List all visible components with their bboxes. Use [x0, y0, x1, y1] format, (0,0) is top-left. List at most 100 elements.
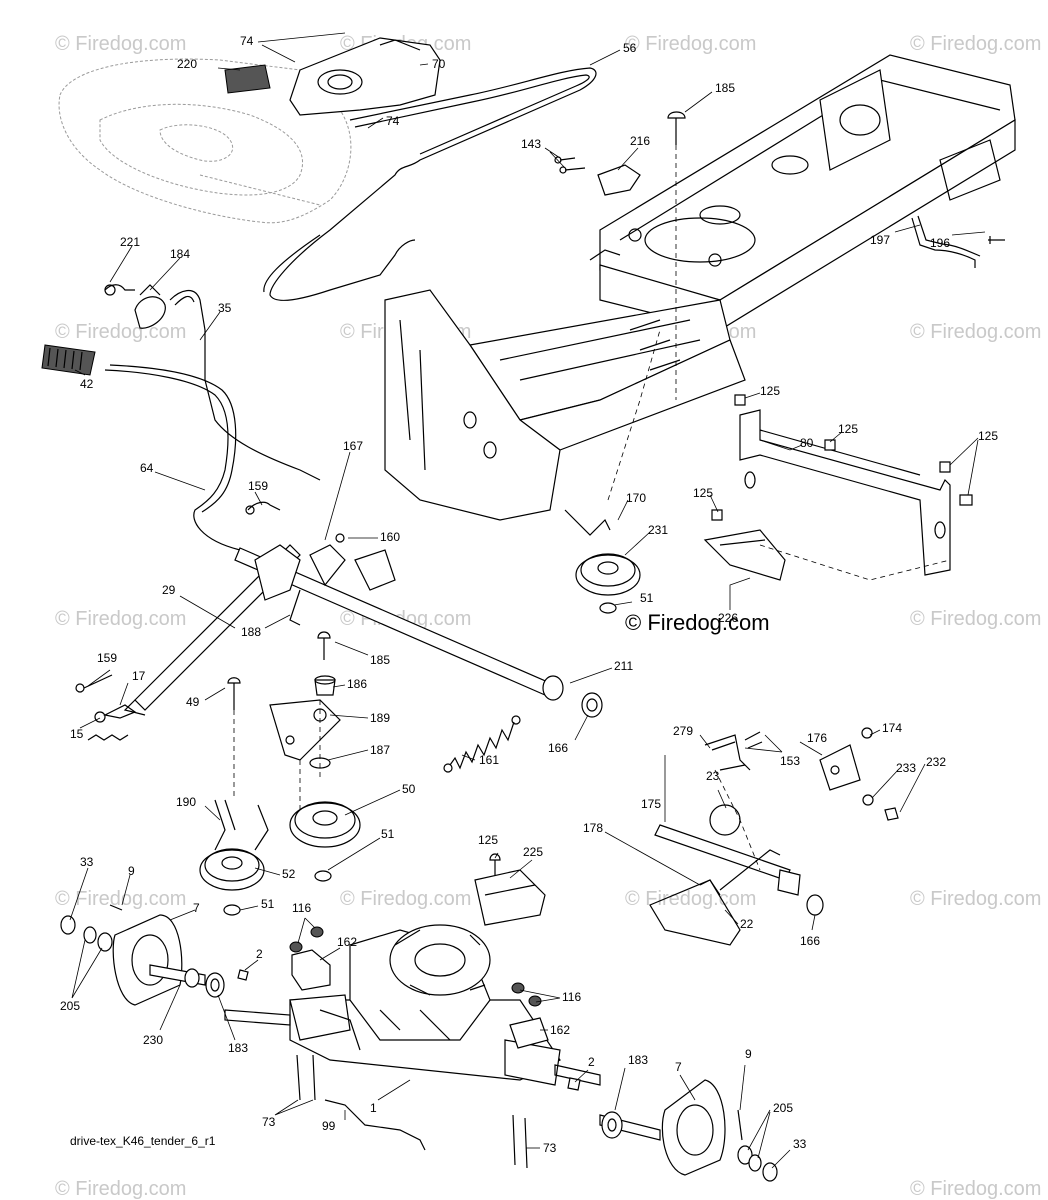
callout-label: 189	[370, 711, 390, 725]
watermark: © Firedog.com	[910, 321, 1041, 343]
watermark: © Firedog.com	[910, 33, 1041, 55]
callout-label: 15	[70, 727, 84, 741]
callout-label: 50	[402, 782, 416, 796]
spring-161	[443, 715, 521, 773]
callout-label: 51	[261, 897, 275, 911]
callout-label: 159	[97, 651, 117, 665]
drawing-reference: drive-tex_K46_tender_6_r1	[70, 1134, 216, 1148]
tractor-frame	[384, 54, 1016, 521]
callout-label: 175	[641, 797, 661, 811]
callout-label: 99	[322, 1119, 336, 1133]
wheel-hubs	[60, 904, 778, 1182]
callout-label: 7	[675, 1060, 682, 1074]
callout-label: 225	[523, 845, 543, 859]
bracket-80	[703, 394, 973, 581]
fender-ghost	[58, 58, 352, 224]
callout-label: 116	[292, 901, 311, 915]
callout-label: 125	[478, 833, 498, 847]
callout-label: 35	[218, 301, 232, 315]
callout-label: 185	[715, 81, 735, 95]
watermark: © Firedog.com	[55, 321, 186, 343]
watermark: © Firedog.com	[55, 1178, 186, 1200]
callout-label: 188	[241, 625, 261, 639]
callout-label: 161	[479, 753, 499, 767]
callout-label: 2	[588, 1055, 595, 1069]
callout-label: 143	[521, 137, 541, 151]
callout-label: 74	[240, 34, 254, 48]
idler-bracket	[227, 631, 341, 830]
callout-label: 56	[623, 41, 637, 55]
callout-label: 183	[628, 1053, 648, 1067]
watermark: © Firedog.com	[625, 33, 756, 55]
callout-label: 226	[718, 611, 738, 625]
bolt-185-top	[667, 111, 686, 400]
callout-label: 187	[370, 743, 390, 757]
shift-lever-assembly	[41, 284, 321, 551]
watermark: © Firedog.com	[55, 33, 186, 55]
callout-label: 185	[370, 653, 390, 667]
transaxle	[224, 924, 601, 1086]
callout-label: 33	[793, 1137, 807, 1151]
callout-label: 125	[693, 486, 713, 500]
callout-label: 205	[773, 1101, 793, 1115]
callout-label: 125	[978, 429, 998, 443]
callout-label: 51	[381, 827, 395, 841]
callout-label: 125	[760, 384, 780, 398]
shaft-rods	[75, 501, 603, 741]
callout-label: 74	[386, 114, 400, 128]
bracket-216	[554, 156, 641, 196]
watermark: © Firedog.com	[910, 608, 1041, 630]
firedog-watermark-center: © Firedog.com	[625, 610, 770, 635]
callout-label: 9	[745, 1047, 752, 1061]
callout-label: 23	[706, 769, 720, 783]
callout-label: 183	[228, 1041, 248, 1055]
callout-label: 160	[380, 530, 400, 544]
callout-label: 184	[170, 247, 190, 261]
callout-label: 162	[550, 1023, 570, 1037]
callout-label: 230	[143, 1033, 163, 1047]
callout-label: 220	[177, 57, 197, 71]
watermark: © Firedog.com	[910, 888, 1041, 910]
callout-label: 167	[343, 439, 363, 453]
callout-label: 52	[282, 867, 296, 881]
callout-label: 232	[926, 755, 946, 769]
callout-label: 2	[256, 947, 263, 961]
rod-197	[911, 215, 1005, 268]
callout-labels: 74 220 70 56 185 143 216 74 221 184 35 4…	[60, 34, 998, 1155]
watermark: © Firedog.com	[340, 888, 471, 910]
callout-label: 216	[630, 134, 650, 148]
callout-label: 196	[930, 236, 950, 250]
callout-label: 221	[120, 235, 140, 249]
drive-belt	[263, 67, 597, 301]
watermark: © Firedog.com	[55, 608, 186, 630]
callout-label: 42	[80, 377, 94, 391]
callout-label: 205	[60, 999, 80, 1013]
callout-label: 162	[337, 935, 357, 949]
callout-label: 178	[583, 821, 603, 835]
callout-label: 73	[262, 1115, 276, 1129]
callout-label: 176	[807, 731, 827, 745]
callout-label: 186	[347, 677, 367, 691]
callout-label: 231	[648, 523, 668, 537]
brake-linkage	[649, 727, 899, 946]
fender-cover	[224, 37, 441, 116]
callout-label: 190	[176, 795, 196, 809]
callout-label: 22	[740, 917, 754, 931]
callout-label: 51	[640, 591, 654, 605]
callout-label: 279	[673, 724, 693, 738]
callout-label: 125	[838, 422, 858, 436]
callout-label: 166	[548, 741, 568, 755]
watermark: © Firedog.com	[910, 1178, 1041, 1200]
leader-lines	[69, 32, 986, 1169]
callout-label: 64	[140, 461, 154, 475]
callout-label: 9	[128, 864, 135, 878]
callout-label: 7	[193, 901, 200, 915]
callout-label: 233	[896, 761, 916, 775]
callout-label: 197	[870, 233, 890, 247]
callout-label: 1	[370, 1101, 377, 1115]
watermark: © Firedog.com	[55, 888, 186, 910]
callout-label: 73	[543, 1141, 557, 1155]
callout-label: 49	[186, 695, 200, 709]
callout-label: 170	[626, 491, 646, 505]
